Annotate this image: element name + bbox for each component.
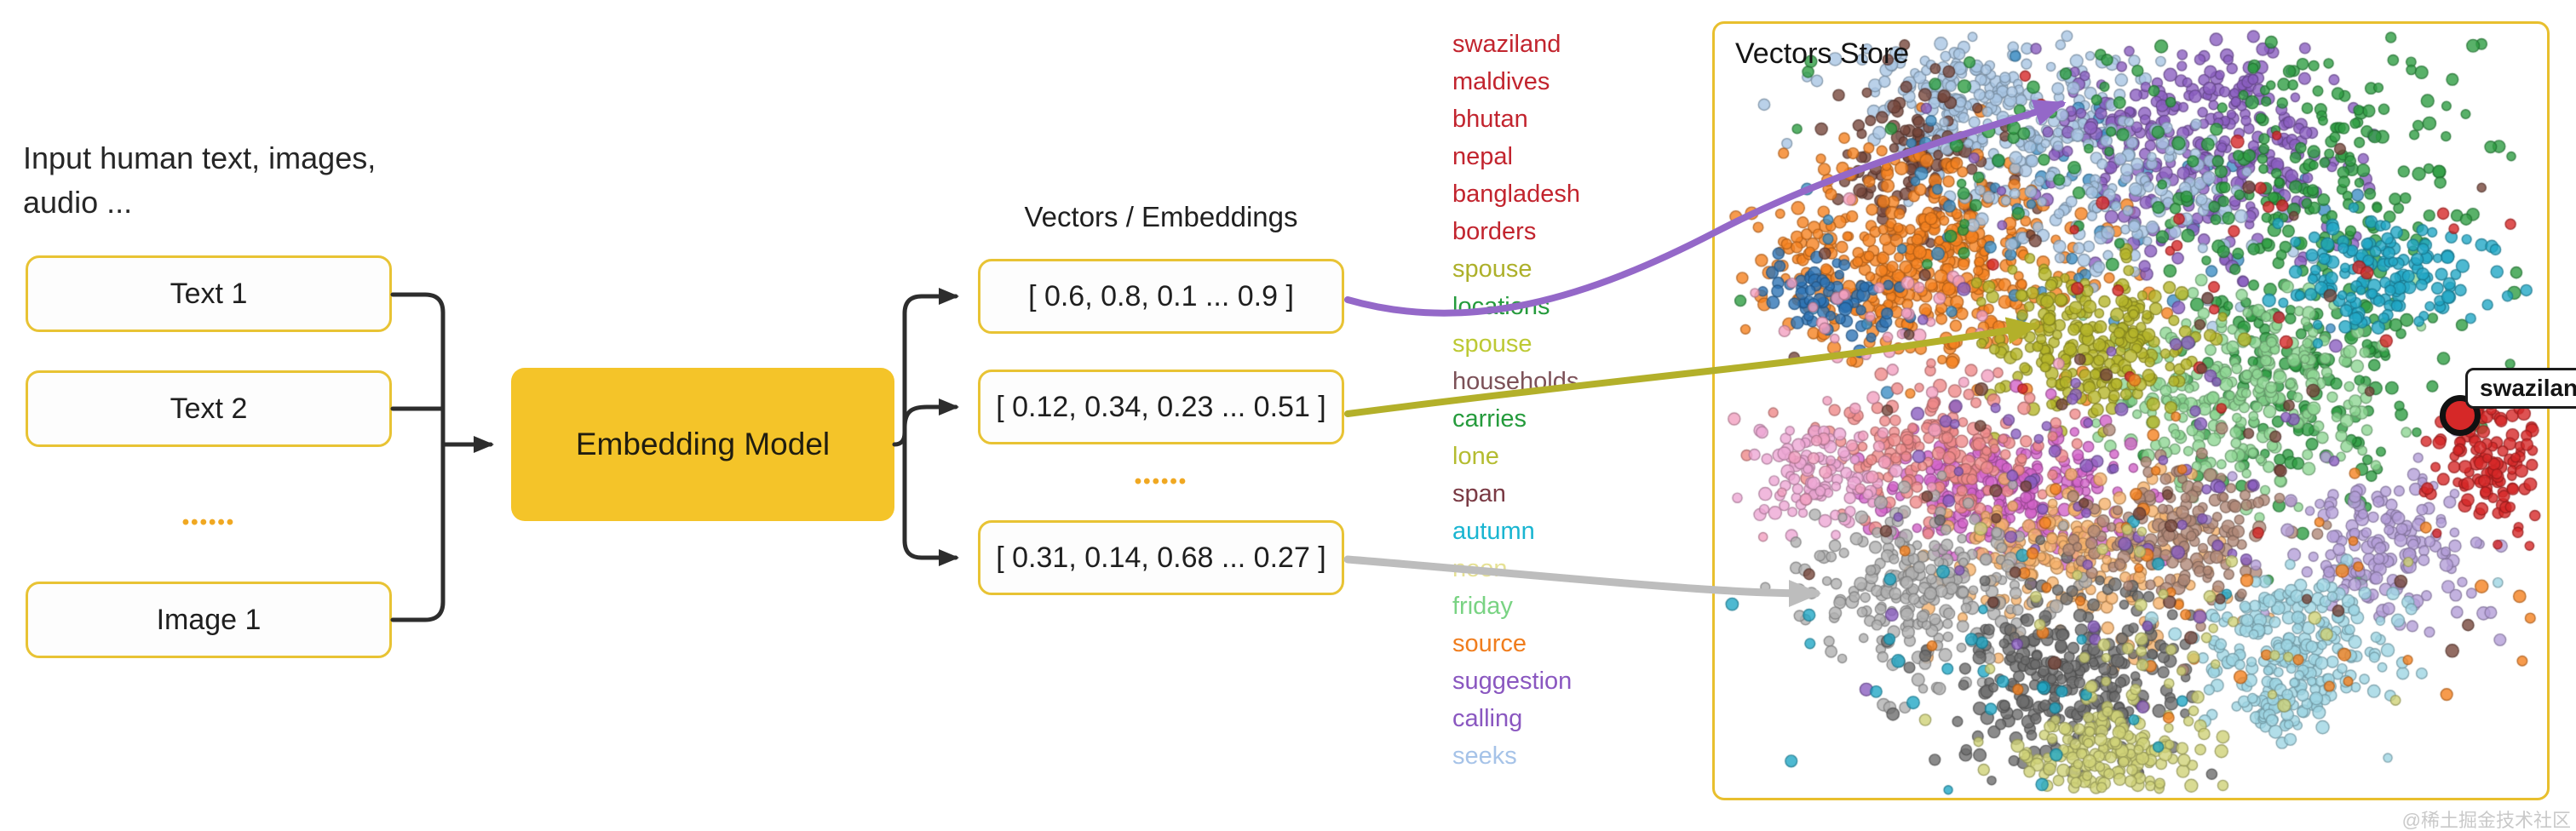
input-node-text1: Text 1 (26, 255, 392, 332)
word-list-item: households (1452, 368, 1579, 395)
vectors-store-title: Vectors Store (1735, 37, 1910, 70)
model-to-vector3-arrow (902, 430, 959, 566)
input-node-text2: Text 2 (26, 370, 392, 447)
intro-caption-line2: audio ... (23, 185, 133, 221)
word-list-item: carries (1452, 405, 1527, 433)
input-bus-line (390, 292, 446, 622)
embedding-model-label: Embedding Model (575, 427, 831, 461)
word-list-item: bangladesh (1452, 181, 1580, 208)
word-list-item: friday (1452, 593, 1513, 620)
intro-caption: Input human text, images, audio ... (23, 136, 376, 225)
model-to-vector1-arrow (892, 288, 959, 447)
vector-node-2: [ 0.12, 0.34, 0.23 ... 0.51 ] (978, 370, 1344, 444)
word-list-item: autumn (1452, 518, 1535, 545)
word-list-item: locations (1452, 293, 1550, 320)
word-list-item: source (1452, 630, 1527, 657)
word-list-item: borders (1452, 218, 1537, 245)
vector-node-3: [ 0.31, 0.14, 0.68 ... 0.27 ] (978, 520, 1344, 595)
word-list-item: nepal (1452, 143, 1513, 170)
input-node-text2-label: Text 2 (170, 392, 248, 425)
input-node-image1: Image 1 (26, 582, 392, 658)
input-node-image1-label: Image 1 (156, 603, 262, 636)
input-node-text1-label: Text 1 (170, 277, 248, 310)
word-list-item: seeks (1452, 742, 1517, 770)
input-ellipsis-dots: •••••• (181, 511, 236, 534)
word-list-item: suggestion (1452, 668, 1573, 695)
word-list-item: swaziland (1452, 31, 1561, 58)
highlight-tooltip: swaziland (2465, 368, 2576, 409)
vector-ellipsis-dots: •••••• (1134, 470, 1188, 493)
word-list: swaziland maldives bhutan nepal bangladesh bo… (1452, 26, 1580, 775)
watermark: @稀土掘金技术社区 (2401, 810, 2571, 831)
model-to-vector2-arrow (902, 398, 959, 430)
intro-caption-line1: Input human text, images, (23, 140, 377, 175)
word-list-item: spouse (1452, 255, 1532, 283)
word-list-item: span (1452, 480, 1506, 507)
vector-node-3-value: [ 0.31, 0.14, 0.68 ... 0.27 ] (996, 541, 1326, 574)
word-list-item: spouse (1452, 330, 1532, 358)
vector-node-1: [ 0.6, 0.8, 0.1 ... 0.9 ] (978, 259, 1344, 334)
vectors-column-title: Vectors / Embeddings (1024, 201, 1298, 232)
word-list-item: bhutan (1452, 106, 1528, 133)
word-list-item: maldives (1452, 68, 1550, 95)
embedding-scatter-plot (1715, 24, 2547, 798)
vector-node-1-value: [ 0.6, 0.8, 0.1 ... 0.9 ] (1028, 279, 1294, 312)
embedding-model-node: Embedding Model (511, 368, 894, 521)
vector-node-2-value: [ 0.12, 0.34, 0.23 ... 0.51 ] (996, 390, 1326, 423)
word-list-item: noon (1452, 555, 1508, 582)
vectors-store-panel: Vectors Store (1712, 21, 2550, 800)
word-list-item: calling (1452, 705, 1523, 732)
word-list-item: lone (1452, 443, 1499, 470)
